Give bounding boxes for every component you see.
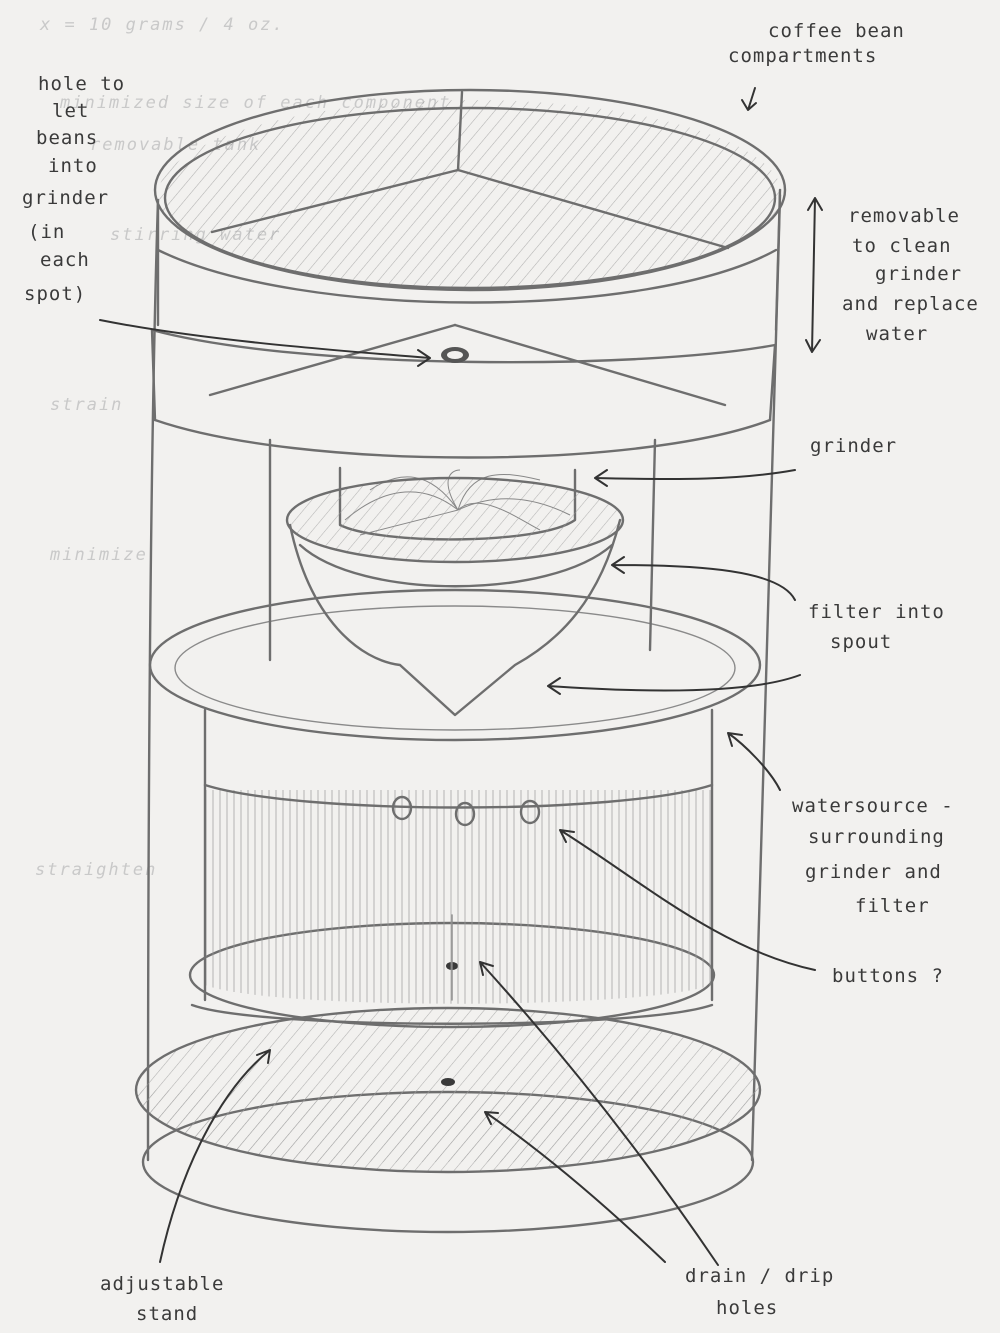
- svg-text:drain / drip: drain / drip: [685, 1265, 834, 1287]
- svg-text:adjustable: adjustable: [100, 1273, 224, 1295]
- svg-text:watersource -: watersource -: [792, 795, 954, 817]
- label-filter: filter into spout: [548, 557, 945, 694]
- arrow-icon: [548, 675, 800, 694]
- svg-text:beans: beans: [36, 127, 98, 149]
- svg-text:holes: holes: [716, 1297, 778, 1319]
- svg-text:buttons ?: buttons ?: [832, 965, 944, 987]
- svg-text:filter into: filter into: [808, 601, 945, 623]
- svg-text:to clean: to clean: [852, 235, 952, 257]
- background-note: minimize: [49, 545, 148, 565]
- svg-text:grinder: grinder: [875, 263, 962, 285]
- arrow-icon: [742, 88, 756, 110]
- svg-text:removable: removable: [848, 205, 960, 227]
- svg-text:coffee bean: coffee bean: [768, 20, 905, 42]
- svg-text:spout: spout: [830, 631, 892, 653]
- label-removable: removable to clean grinder and replace w…: [806, 198, 979, 352]
- svg-text:filter: filter: [855, 895, 930, 917]
- double-arrow-icon: [806, 198, 822, 352]
- svg-text:compartments: compartments: [728, 45, 877, 67]
- arrow-icon: [728, 733, 780, 790]
- label-grinder: grinder: [595, 435, 897, 486]
- svg-text:let: let: [52, 100, 89, 122]
- svg-text:grinder and: grinder and: [805, 861, 942, 883]
- background-note: strain: [50, 395, 123, 415]
- water-source-disc: [150, 590, 760, 740]
- svg-text:and replace: and replace: [842, 293, 979, 315]
- svg-text:hole to: hole to: [38, 73, 125, 95]
- svg-text:into: into: [48, 155, 98, 177]
- housing-bottom-edge: [155, 420, 770, 458]
- background-note: x = 10 grams / 4 oz.: [39, 15, 285, 35]
- svg-text:water: water: [866, 323, 928, 345]
- svg-text:grinder: grinder: [22, 187, 109, 209]
- svg-text:stand: stand: [136, 1303, 198, 1325]
- background-note: straighten: [35, 860, 157, 880]
- svg-text:each: each: [40, 249, 90, 271]
- svg-text:grinder: grinder: [810, 435, 897, 457]
- arrow-icon: [595, 470, 795, 486]
- svg-text:surrounding: surrounding: [808, 826, 945, 848]
- svg-text:(in: (in: [28, 221, 65, 243]
- drain-hole-lower: [441, 1078, 455, 1086]
- machine-drawing: [136, 90, 785, 1232]
- svg-text:spot): spot): [24, 283, 86, 305]
- label-coffee-bean-compartments: coffee bean compartments: [728, 20, 905, 110]
